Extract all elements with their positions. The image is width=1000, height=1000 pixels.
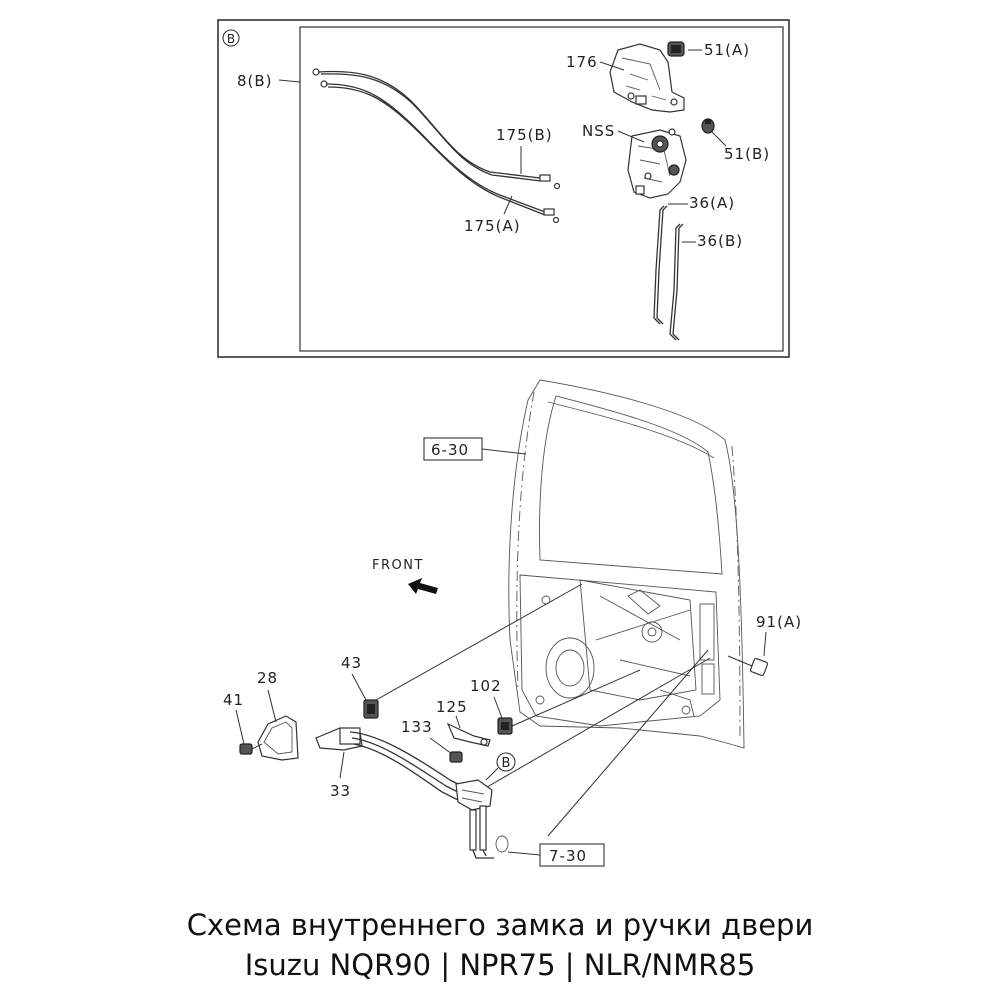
inset-marker-b: B [222,29,240,47]
ref-6-30: 6-30 [423,437,527,461]
inner-handle-33 [315,727,471,803]
label-8b: 8(B) [237,72,273,90]
inset-inner-frame [299,26,784,352]
handle-bezel-28 [257,715,299,761]
door-assembly [508,379,745,749]
screw-41 [239,743,263,755]
label-51b: 51(B) [724,145,770,163]
ref-7-30: 7-30 [507,843,605,867]
front-arrow-icon [408,578,438,594]
clip-102 [497,717,513,735]
inset-outer-frame [217,19,790,358]
caption-line-2: Isuzu NQR90 | NPR75 | NLR/NMR85 [244,948,756,982]
label-176: 176 [566,53,598,71]
door-lock-nss [627,128,687,199]
label-36b: 36(B) [697,232,743,250]
label-41: 41 [223,691,244,709]
caption-line-1: Схема внутреннего замка и ручки двери [186,908,814,942]
label-nss: NSS [582,122,615,140]
label-front: FRONT [372,558,424,573]
clip-51a [667,41,685,57]
caption: Схема внутреннего замка и ручки двери Is… [0,905,1000,985]
inset-detail-b: B 8(B) 175(B) 175(A) [217,19,790,358]
front-indicator: FRONT [372,558,438,594]
parts-diagram: B 8(B) 175(B) 175(A) [217,19,802,867]
marker-b-text: B [502,756,511,771]
bracket-125 [446,722,491,747]
inset-marker-b-text: B [227,32,235,46]
inner-panel [519,574,721,727]
door-outline [508,379,745,749]
cable-assembly-8b [312,68,561,224]
door-lock-area [699,603,715,695]
label-43: 43 [341,654,362,672]
door-lock-176 [609,43,685,113]
screw-133 [449,751,463,763]
label-28: 28 [257,669,278,687]
clip-51b [701,118,715,134]
marker-b: B [496,752,516,772]
window-opening [539,395,723,575]
label-91a: 91(A) [756,613,802,631]
label-133: 133 [401,718,433,736]
label-7-30: 7-30 [549,847,587,865]
bolt-91a [727,655,769,677]
clip-43 [363,699,379,719]
speaker-opening [545,637,595,699]
label-102: 102 [470,677,502,695]
label-6-30: 6-30 [431,441,469,459]
rods-36 [653,205,684,341]
inner-lock-mechanism [455,779,509,859]
label-51a: 51(A) [704,41,750,59]
label-36a: 36(A) [689,194,735,212]
label-175b: 175(B) [496,126,553,144]
label-33: 33 [330,782,351,800]
label-175a: 175(A) [464,217,521,235]
label-125: 125 [436,698,468,716]
